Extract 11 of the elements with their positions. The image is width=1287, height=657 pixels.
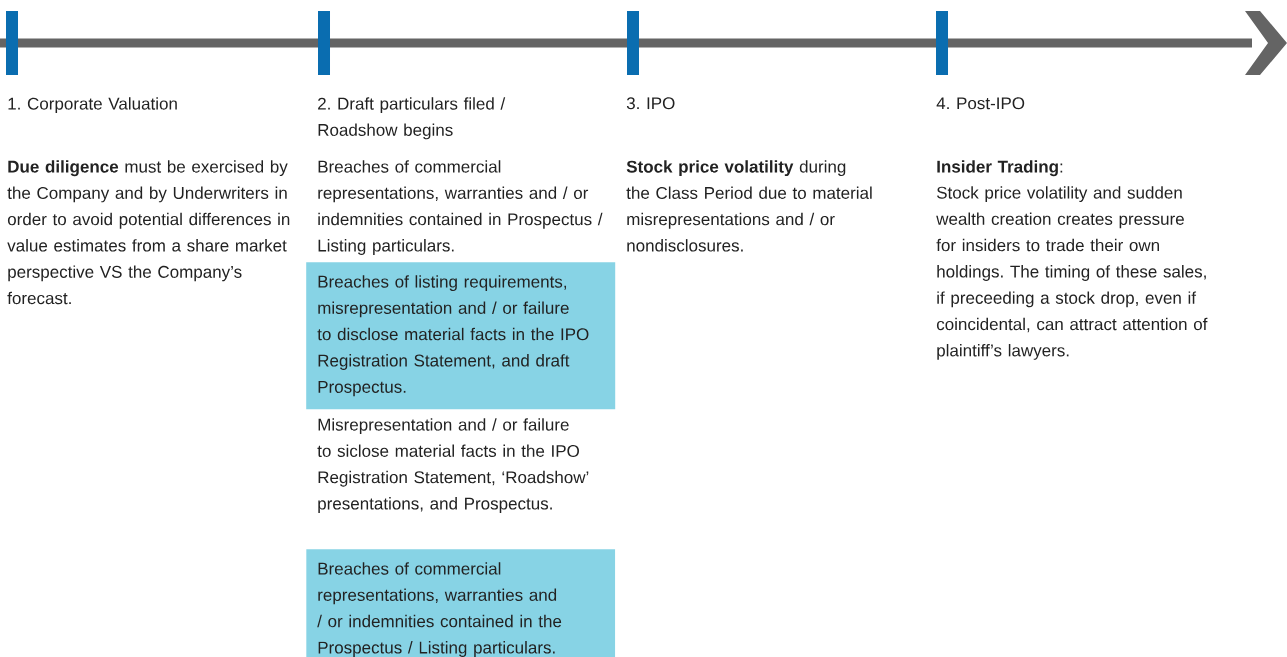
paragraph-heading: Insider Trading: xyxy=(937,160,1063,177)
paragraph: Due diligence must be exercised by the Company and by Underwriters in order to avoid potential differences in value estimates from a share market perspective VS the Company’s forecast. xyxy=(7,160,290,305)
highlight-box: Breaches of commercial representations, warranties and / or indemnities contained in the Prospectus / Listing particulars. xyxy=(306,549,616,657)
stage-heading: 3. IPO xyxy=(626,97,675,110)
stage-heading: 4. Post-IPO xyxy=(936,97,1025,110)
paragraph: Misrepresentation and / or failure to siclose material facts in the IPO Registration Statement, ‘Roadshow’ presentations, and Prospectus. xyxy=(317,418,589,513)
paragraph: Stock price volatility during the Class Period due to material misrepresentations and / or nondisclosures. xyxy=(626,160,872,252)
paragraph: Stock price volatility and sudden wealth creation creates pressure for insiders to trade their own holdings. The timing of these sales, if preceeding a stock drop, even if coincidental, can attract attention of plaintiff’s lawyers. xyxy=(936,186,1208,360)
stage-heading: 2. Draft particulars filed / Roadshow begins xyxy=(318,97,506,140)
stage-heading: 1. Corporate Valuation xyxy=(8,97,177,114)
highlight-box: Breaches of listing requirements, misrepresentation and / or failure to disclose material facts in the IPO Registration Statement, and draft Prospectus. xyxy=(306,262,616,410)
